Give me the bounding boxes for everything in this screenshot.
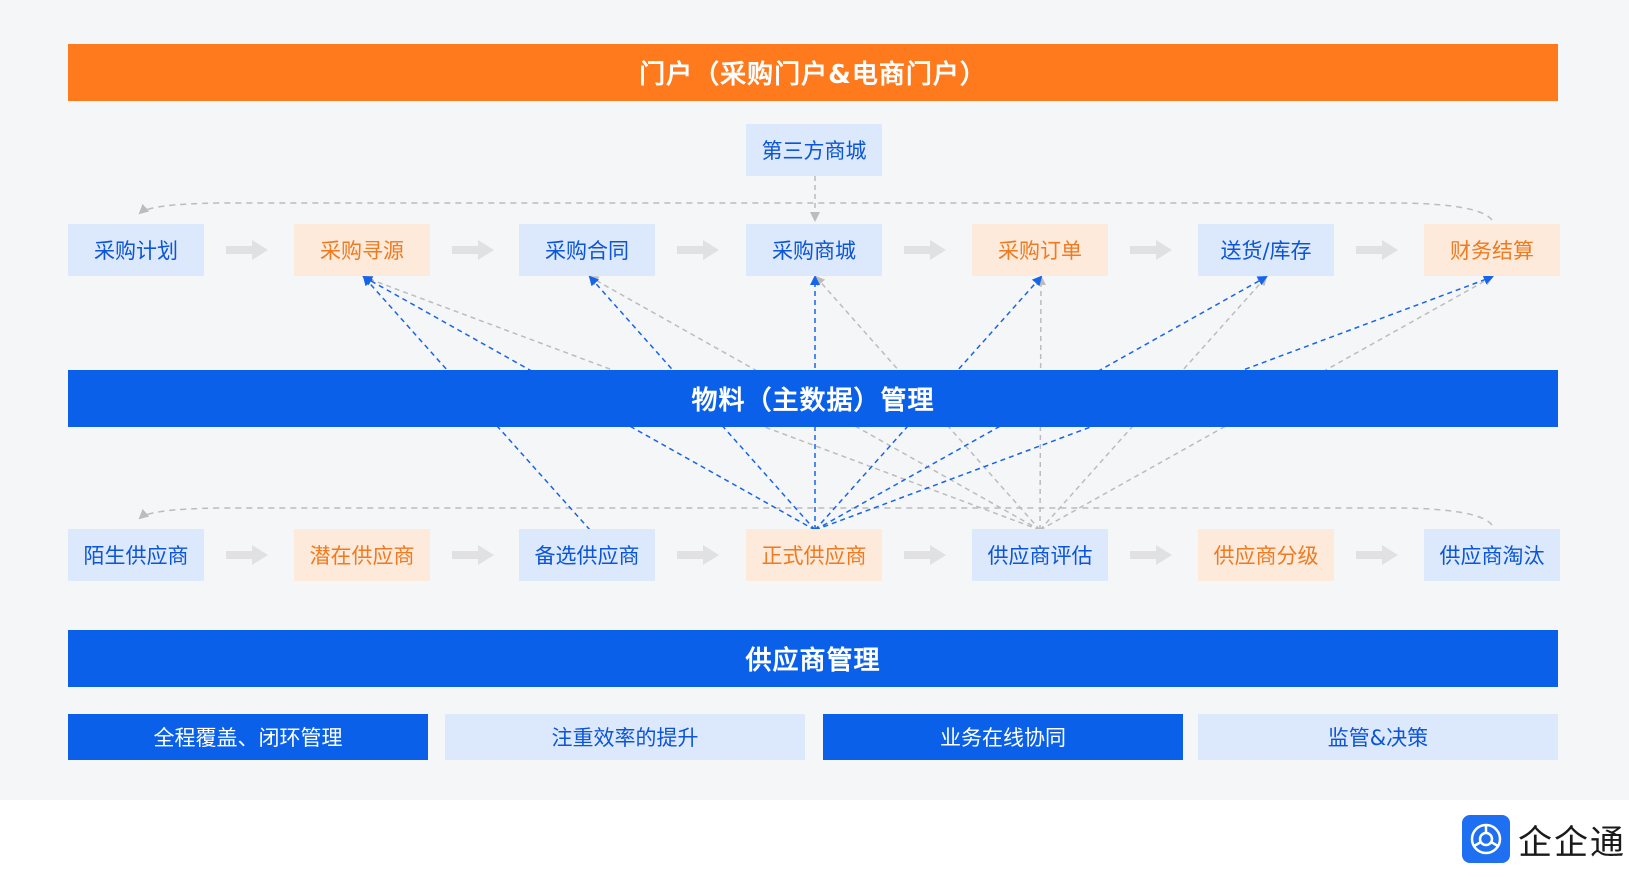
feature-tag: 注重效率的提升 [445,714,805,760]
flow-arrow-icon [226,543,270,567]
flow-arrow-icon [1130,543,1174,567]
supplier-step: 供应商分级 [1198,529,1334,581]
portal-bar: 门户（采购门户&电商门户） [68,44,1558,101]
flow-arrow-icon [452,238,496,262]
flow-arrow-icon [226,238,270,262]
flow-arrow-icon [1356,543,1400,567]
supplier-step: 正式供应商 [746,529,882,581]
flow-arrow-icon [1130,238,1174,262]
procurement-step: 采购寻源 [294,224,430,276]
supplier-step: 供应商评估 [972,529,1108,581]
logo-emblem-icon [1462,815,1510,863]
flow-arrow-icon [452,543,496,567]
flow-arrow-icon [677,238,721,262]
flow-arrow-icon [904,238,948,262]
flow-arrow-icon [677,543,721,567]
third-party-mall-box: 第三方商城 [746,124,882,176]
procurement-step: 采购计划 [68,224,204,276]
procurement-step: 采购商城 [746,224,882,276]
flow-arrow-icon [904,543,948,567]
procurement-step: 送货/库存 [1198,224,1334,276]
supplier-step: 供应商淘汰 [1424,529,1560,581]
flow-arrow-icon [1356,238,1400,262]
supplier-step: 潜在供应商 [294,529,430,581]
supplier-step: 备选供应商 [519,529,655,581]
procurement-step: 采购订单 [972,224,1108,276]
procurement-step: 财务结算 [1424,224,1560,276]
logo-text: 企企通 [1518,822,1626,863]
feature-tag: 业务在线协同 [823,714,1183,760]
supplier-management-bar: 供应商管理 [68,630,1558,687]
supplier-step: 陌生供应商 [68,529,204,581]
feature-tag: 全程覆盖、闭环管理 [68,714,428,760]
feature-tag: 监管&决策 [1198,714,1558,760]
brand-logo: 企企通 [1462,814,1626,864]
material-management-bar: 物料（主数据）管理 [68,370,1558,427]
procurement-step: 采购合同 [519,224,655,276]
